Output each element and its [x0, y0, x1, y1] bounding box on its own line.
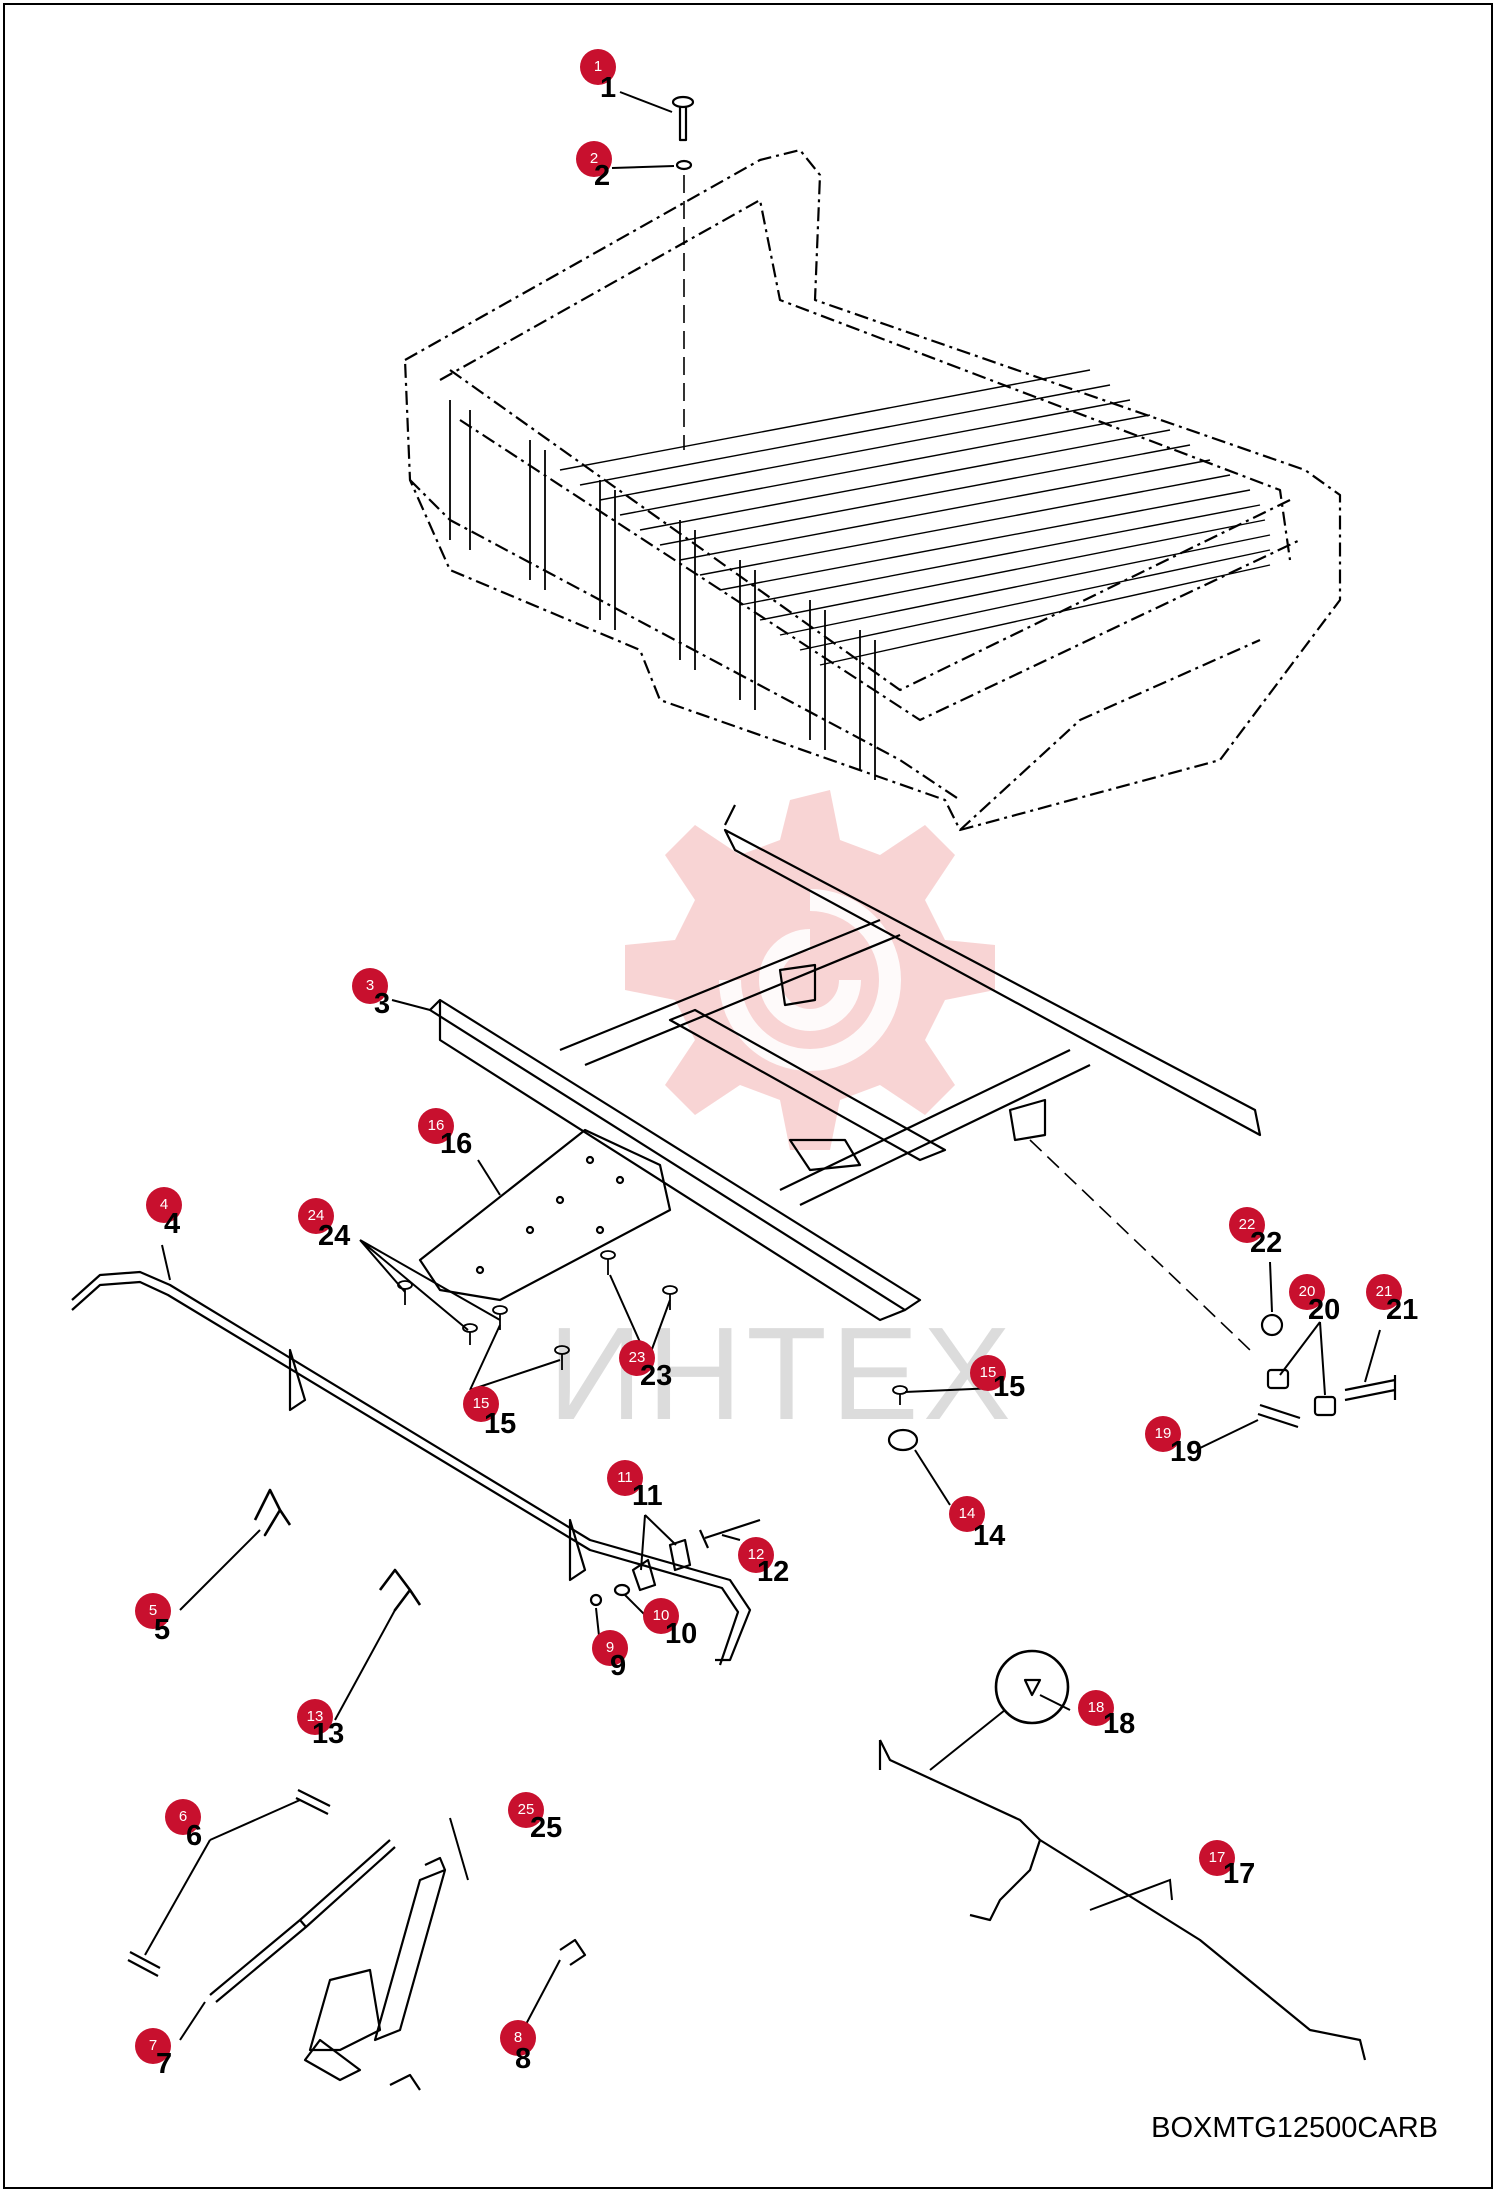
- item-number-12: 12: [757, 1556, 790, 1588]
- wire-harness-17: [878, 1739, 1367, 2061]
- callout-19[interactable]: 19: [1145, 1416, 1181, 1452]
- callout-18[interactable]: 18: [1078, 1690, 1114, 1726]
- callout-14[interactable]: 14: [949, 1496, 985, 1532]
- item-number-11: 11: [632, 1480, 663, 1512]
- item-number-18: 18: [1103, 1708, 1136, 1740]
- nut-22: [1260, 1313, 1284, 1337]
- ring-terminal-18: [1023, 1678, 1042, 1697]
- item-number-2: 2: [594, 160, 611, 192]
- washer-2: [675, 159, 693, 171]
- pin-6a: [295, 1789, 331, 1815]
- small-bolts: [397, 1250, 908, 1405]
- item-number-6: 6: [186, 1820, 203, 1852]
- item-number-3: 3: [374, 988, 391, 1020]
- clip-8b: [389, 2073, 421, 2091]
- callout-17[interactable]: 17: [1199, 1840, 1235, 1876]
- watermark-text: ИНТЕХ: [548, 1300, 1015, 1447]
- callout-22[interactable]: 22: [1229, 1207, 1265, 1243]
- bushing-20b: [1313, 1395, 1337, 1417]
- callout-16[interactable]: 16: [418, 1108, 454, 1144]
- item-number-15b: 15: [484, 1408, 517, 1440]
- callout-8[interactable]: 8: [500, 2020, 536, 2056]
- drawing-code: BOXMTG12500CARB: [1151, 2112, 1438, 2144]
- actuator-25: [303, 1856, 447, 2082]
- gas-strut-7: [209, 1839, 396, 2003]
- detail-leader: [929, 1709, 1006, 1771]
- callout-9[interactable]: 9: [592, 1630, 628, 1666]
- callout-25[interactable]: 25: [508, 1792, 544, 1828]
- callout-12[interactable]: 12: [738, 1537, 774, 1573]
- item-number-22: 22: [1250, 1227, 1283, 1259]
- tilt-rod: [71, 1270, 752, 1666]
- washer-10: [613, 1583, 631, 1597]
- item-number-21: 21: [1386, 1294, 1419, 1326]
- item-number-7: 7: [156, 2048, 173, 2080]
- pin-12: [698, 1518, 761, 1549]
- item-number-10: 10: [665, 1618, 698, 1650]
- item-number-25: 25: [530, 1812, 563, 1844]
- callout-10[interactable]: 10: [643, 1598, 679, 1634]
- spring-13: [378, 1568, 422, 1612]
- callout-15a[interactable]: 15: [970, 1355, 1006, 1391]
- callout-6[interactable]: 6: [165, 1799, 201, 1835]
- item-number-16: 16: [440, 1128, 473, 1160]
- callout-15b[interactable]: 15: [463, 1386, 499, 1422]
- bushing-11: [631, 1538, 692, 1592]
- cargo-bed-ribs: [559, 369, 1271, 666]
- diagram-frame: [3, 3, 1493, 2189]
- bumper-14: [887, 1428, 919, 1452]
- item-number-24: 24: [318, 1220, 351, 1252]
- pivot-axis-line: [1029, 1139, 1251, 1351]
- callout-1[interactable]: 1: [580, 49, 616, 85]
- callout-leaders: [144, 91, 1381, 2046]
- callout-5[interactable]: 5: [135, 1593, 171, 1629]
- item-number-4: 4: [164, 1208, 181, 1240]
- subframe: [428, 804, 1262, 1322]
- item-number-1: 1: [600, 72, 617, 104]
- item-number-5: 5: [154, 1614, 171, 1646]
- callout-11[interactable]: 11: [607, 1460, 643, 1496]
- callout-7[interactable]: 7: [135, 2028, 171, 2064]
- callout-23[interactable]: 23: [619, 1340, 655, 1376]
- item-number-20: 20: [1308, 1294, 1341, 1326]
- item-number-23: 23: [640, 1360, 673, 1392]
- item-number-15a: 15: [993, 1371, 1026, 1403]
- callout-24[interactable]: 24: [298, 1198, 334, 1234]
- pin-6b: [127, 1951, 161, 1977]
- callout-20[interactable]: 20: [1289, 1274, 1325, 1310]
- bolt-21: [1344, 1375, 1397, 1402]
- bolt-1: [671, 95, 695, 142]
- nut-9: [589, 1593, 603, 1607]
- pin-19: [1257, 1403, 1301, 1429]
- detail-circle-18: [994, 1649, 1070, 1725]
- skid-plate: [418, 1128, 672, 1302]
- callout-3[interactable]: 3: [352, 968, 388, 1004]
- cargo-box: [403, 148, 1342, 832]
- callout-2[interactable]: 2: [576, 141, 612, 177]
- item-number-14: 14: [973, 1520, 1006, 1552]
- item-number-19: 19: [1170, 1436, 1203, 1468]
- item-number-8: 8: [515, 2043, 532, 2075]
- item-number-13: 13: [312, 1718, 345, 1750]
- spring-5: [253, 1488, 292, 1537]
- bushing-20a: [1266, 1368, 1290, 1390]
- callout-13[interactable]: 13: [297, 1699, 333, 1735]
- item-number-9: 9: [610, 1650, 627, 1682]
- clip-8a: [559, 1938, 587, 1966]
- item-number-17: 17: [1223, 1858, 1256, 1890]
- callout-4[interactable]: 4: [146, 1187, 182, 1223]
- cargo-box-posts: [449, 400, 876, 780]
- callout-21[interactable]: 21: [1366, 1274, 1402, 1310]
